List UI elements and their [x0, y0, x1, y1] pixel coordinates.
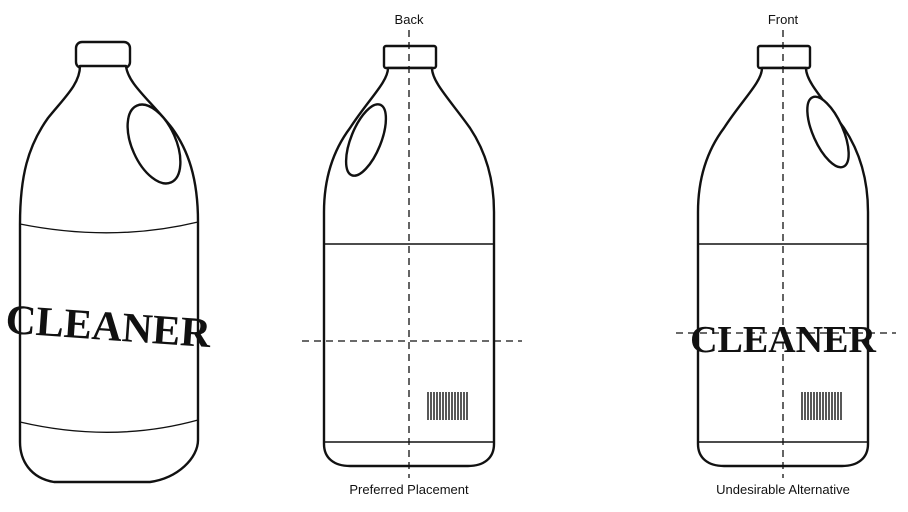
bottle-front-top-label: Front [768, 12, 799, 27]
bottle-front-body [696, 66, 870, 468]
bottle-front-cap [756, 44, 812, 70]
bottle-front-bottom-label: Undesirable Alternative [716, 482, 850, 497]
bottle-plain-cap [74, 40, 132, 70]
bottle-back-barcode [427, 392, 468, 420]
bottle-back-bottom-label: Preferred Placement [349, 482, 469, 497]
bottle-plain-label-bottom-line [19, 419, 199, 433]
bottle-front-handle-hole [806, 95, 850, 169]
bottle-plain: CLEANER [4, 40, 213, 484]
bottle-back-cap [382, 44, 438, 70]
bottle-front-barcode [801, 392, 842, 420]
bottle-back-handle-hole [344, 103, 388, 177]
bottle-plain-handle-hole [126, 103, 182, 185]
bottle-back-top-label: Back [395, 12, 424, 27]
bottle-back: Back Preferred Placement [302, 12, 522, 497]
bottle-front: CLEANER Front Undesirable Alternative [676, 12, 896, 497]
bottle-plain-label-top-line [19, 221, 199, 234]
